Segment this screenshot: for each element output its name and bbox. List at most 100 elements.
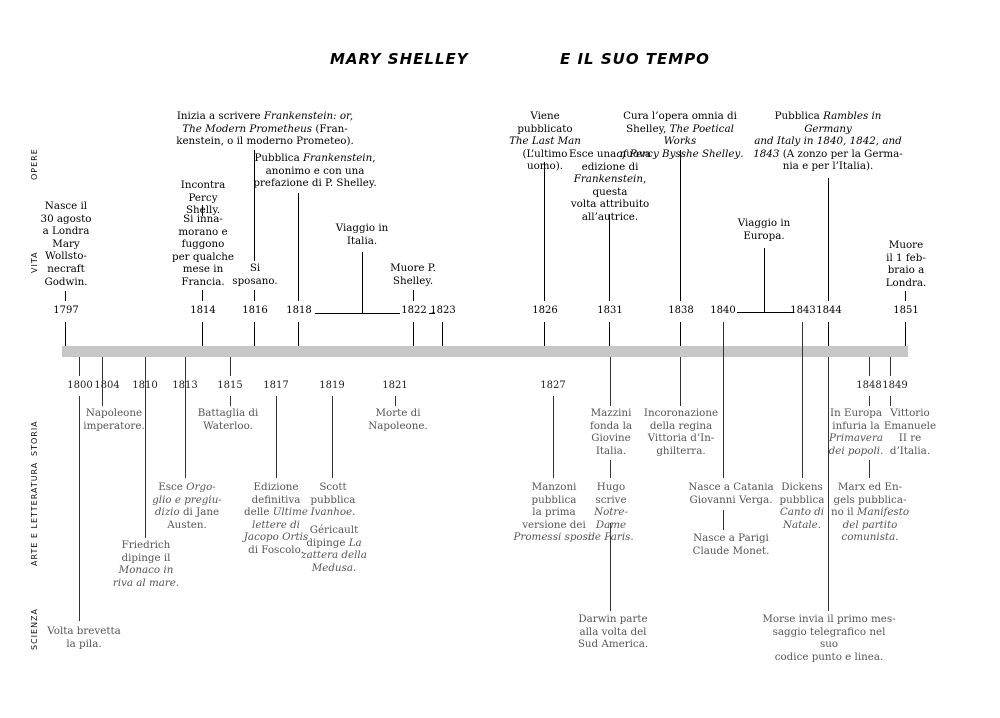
connector-line	[413, 290, 415, 301]
connector-line	[737, 312, 793, 314]
connector-line	[610, 357, 612, 406]
timeline-axis	[62, 346, 908, 357]
connector-line	[145, 357, 147, 538]
note-volta-pila: Volta brevetta la pila.	[47, 625, 121, 650]
note-viaggio-italia: Viaggio in Italia.	[335, 222, 389, 247]
note-pubblica-frankenstein: Pubblica Frankenstein, anonimo e con una…	[253, 152, 377, 190]
connector-line	[254, 290, 256, 301]
connector-line	[680, 357, 682, 406]
connector-line	[413, 322, 415, 346]
connector-line	[79, 357, 81, 376]
connector-line	[869, 357, 871, 376]
year-label: 1851	[893, 305, 919, 316]
connector-line	[362, 252, 364, 313]
connector-line	[79, 396, 81, 621]
year-label: 1800	[67, 380, 93, 391]
note-darwin: Darwin parte alla volta del Sud America.	[577, 613, 649, 651]
connector-line	[890, 357, 892, 376]
connector-line	[429, 313, 435, 315]
connector-line	[185, 357, 187, 478]
connector-line	[202, 205, 204, 216]
note-morte-napoleone: Morte di Napoleone.	[368, 407, 428, 432]
connector-line	[102, 357, 104, 406]
year-label: 1826	[532, 305, 558, 316]
connector-line	[254, 322, 256, 346]
connector-line	[828, 178, 830, 301]
note-morse: Morse invia il primo mes- saggio telegra…	[762, 613, 896, 663]
note-opera-omnia: Cura l’opera omnia di Shelley, The Poeti…	[616, 110, 744, 160]
note-orgoglio-pregiudizio: Esce Orgo- glio e pregiu- dizio di Jane …	[152, 481, 222, 531]
year-label: 1797	[53, 305, 79, 316]
connector-line	[869, 396, 871, 406]
connector-line	[723, 322, 725, 478]
note-muore-percy: Muore P. Shelley.	[390, 262, 436, 287]
note-gericault: Géricault dipinge La zattera della Medus…	[301, 524, 367, 574]
connector-line	[315, 313, 400, 315]
note-verga: Nasce a Catania Giovanni Verga.	[688, 481, 774, 506]
connector-line	[609, 214, 611, 301]
note-rambles: Pubblica Rambles in Germany and Italy in…	[753, 110, 903, 173]
title-right: E IL SUO TEMPO	[560, 50, 710, 68]
year-label: 1843	[790, 305, 816, 316]
connector-line	[202, 322, 204, 346]
connector-line	[332, 396, 334, 478]
note-napoleone-imperatore: Napoleone imperatore.	[83, 407, 145, 432]
connector-line	[230, 396, 232, 406]
connector-line	[905, 322, 907, 346]
note-manifesto: Marx ed En- gels pubblica- no il Manifes…	[830, 481, 910, 544]
connector-line	[395, 396, 397, 406]
connector-line	[544, 322, 546, 346]
note-jacopo-ortis: Edizione definitiva delle Ultime lettere…	[243, 481, 309, 556]
note-fuga-francia: Si inna- morano e fuggono per qualche me…	[171, 213, 235, 288]
connector-line	[905, 291, 907, 301]
note-regina-vittoria: Incoronazione della regina Vittoria d’In…	[643, 407, 719, 457]
connector-line	[298, 322, 300, 346]
connector-line	[610, 460, 612, 478]
connector-line	[442, 322, 444, 346]
note-vittorio-emanuele: Vittorio Emanuele II re d’Italia.	[883, 407, 937, 457]
connector-line	[802, 322, 804, 478]
connector-line	[65, 322, 67, 346]
connector-line	[828, 322, 830, 346]
note-monet: Nasce a Parigi Claude Monet.	[692, 532, 770, 557]
connector-line	[65, 291, 67, 301]
year-label: 1821	[382, 380, 408, 391]
connector-line	[544, 162, 546, 301]
year-label: 1848	[856, 380, 882, 391]
year-label: 1849	[882, 380, 908, 391]
year-label: 1831	[597, 305, 623, 316]
connector-line	[202, 290, 204, 301]
note-nascita: Nasce il 30 agosto a Londra Mary Wollsto…	[40, 200, 92, 288]
connector-line	[276, 396, 278, 478]
note-waterloo: Battaglia di Waterloo.	[197, 407, 259, 432]
connector-line	[723, 510, 725, 530]
note-mazzini: Mazzini fonda la Giovine Italia.	[589, 407, 633, 457]
connector-line	[553, 396, 555, 478]
connector-line	[680, 150, 682, 301]
year-label: 1819	[319, 380, 345, 391]
title-left: MARY SHELLEY	[330, 50, 469, 68]
note-viaggio-europa: Viaggio in Europa.	[737, 217, 791, 242]
year-label: 1815	[217, 380, 243, 391]
year-label: 1844	[816, 305, 842, 316]
year-label: 1823	[430, 305, 456, 316]
connector-line	[254, 150, 256, 261]
note-incontra-percy: Incontra Percy Shelly.	[180, 179, 226, 217]
connector-line	[764, 248, 766, 312]
connector-line	[298, 193, 300, 301]
connector-line	[890, 396, 892, 406]
year-label: 1818	[286, 305, 312, 316]
year-label: 1822	[401, 305, 427, 316]
year-label: 1838	[668, 305, 694, 316]
year-label: 1827	[540, 380, 566, 391]
note-sposano: Si sposano.	[232, 262, 278, 287]
